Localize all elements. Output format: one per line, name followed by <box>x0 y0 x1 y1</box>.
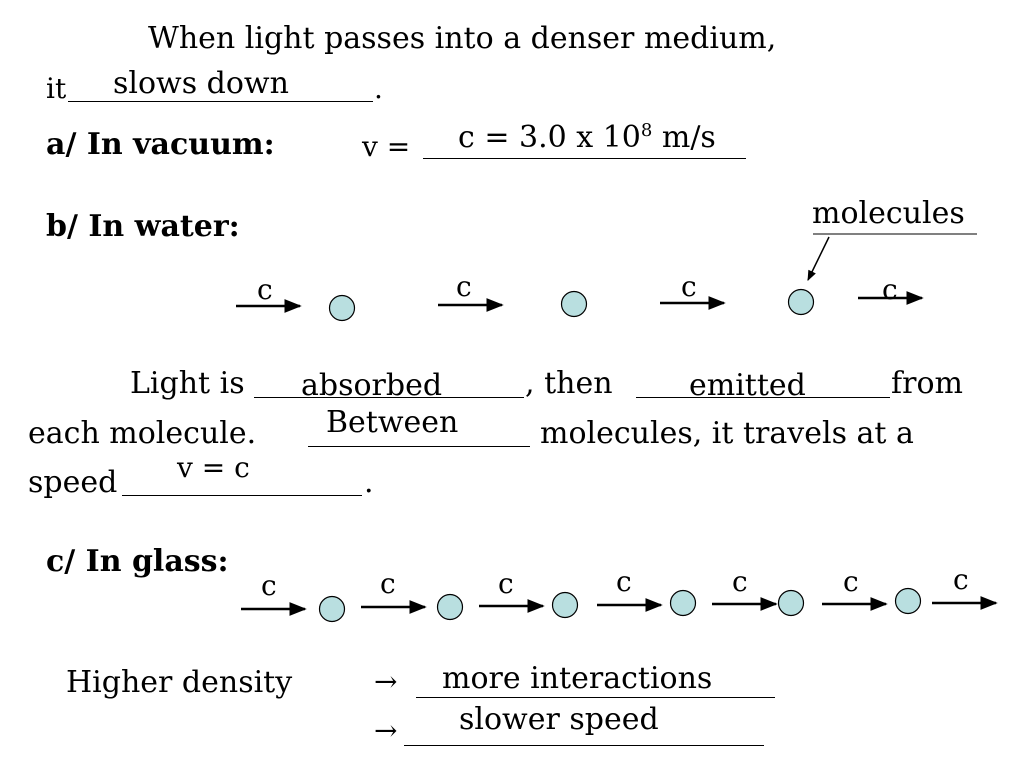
emitted-blank-line <box>636 397 890 398</box>
explain-between: Between <box>326 405 459 440</box>
molecules-label: molecules <box>812 196 965 231</box>
molecule-icon <box>318 595 346 623</box>
arrow-icon: → <box>374 665 398 698</box>
intro-blank-line <box>68 101 373 102</box>
water-c-label: c <box>882 273 898 306</box>
molecule-icon <box>560 290 588 318</box>
water-label: b/ In water: <box>46 209 240 244</box>
more-interactions: more interactions <box>442 661 713 696</box>
molecule-icon <box>436 593 464 621</box>
explain-molecules-travels: molecules, it travels at a <box>540 416 914 451</box>
glass-c-label: c <box>498 567 514 600</box>
arrow-icon: → <box>374 714 398 747</box>
slower-speed-blank-line <box>404 745 764 746</box>
molecule-icon <box>777 589 805 617</box>
slower-speed: slower speed <box>459 702 659 737</box>
glass-c-label: c <box>380 567 396 600</box>
vacuum-blank-line <box>423 158 746 159</box>
intro-it: it <box>46 72 67 105</box>
glass-c-label: c <box>732 565 748 598</box>
explain-from: from <box>891 366 963 401</box>
explain-emitted: emitted <box>689 368 806 403</box>
molecule-icon <box>894 587 922 615</box>
molecule-icon <box>787 288 815 316</box>
explain-light-is: Light is <box>130 366 245 401</box>
explain-speed-answer: v = c <box>177 451 250 484</box>
speed-blank-line <box>122 495 362 496</box>
glass-c-label: c <box>843 565 859 598</box>
glass-c-label: c <box>261 569 277 602</box>
vacuum-v-eq: v = <box>362 130 411 163</box>
intro-line1: When light passes into a denser medium, <box>148 21 777 56</box>
water-c-label: c <box>456 270 472 303</box>
explain-speed: speed <box>28 465 118 500</box>
vacuum-answer-base: c = 3.0 x 10 <box>458 120 641 155</box>
between-blank-line <box>308 446 530 447</box>
water-c-label: c <box>257 273 273 306</box>
vacuum-answer: c = 3.0 x 108 m/s <box>458 120 716 155</box>
molecule-icon <box>328 294 356 322</box>
glass-label: c/ In glass: <box>46 544 229 579</box>
molecules-pointer-arrow <box>807 236 830 281</box>
vacuum-label: a/ In vacuum: <box>46 127 275 162</box>
absorbed-blank-line <box>254 397 524 398</box>
higher-density: Higher density <box>66 665 293 700</box>
intro-answer: slows down <box>113 66 289 101</box>
glass-c-label: c <box>953 563 969 596</box>
glass-c-label: c <box>616 565 632 598</box>
more-interactions-blank-line <box>416 697 775 698</box>
intro-period: . <box>374 72 383 105</box>
explain-then: , then <box>525 366 613 401</box>
vacuum-answer-exponent: 8 <box>640 120 653 141</box>
water-c-label: c <box>681 270 697 303</box>
explain-each-molecule: each molecule. <box>28 416 257 451</box>
explain-absorbed: absorbed <box>301 368 443 403</box>
explain-speed-period: . <box>364 465 374 500</box>
molecule-icon <box>669 589 697 617</box>
molecule-icon <box>551 591 579 619</box>
vacuum-answer-unit: m/s <box>652 120 716 155</box>
